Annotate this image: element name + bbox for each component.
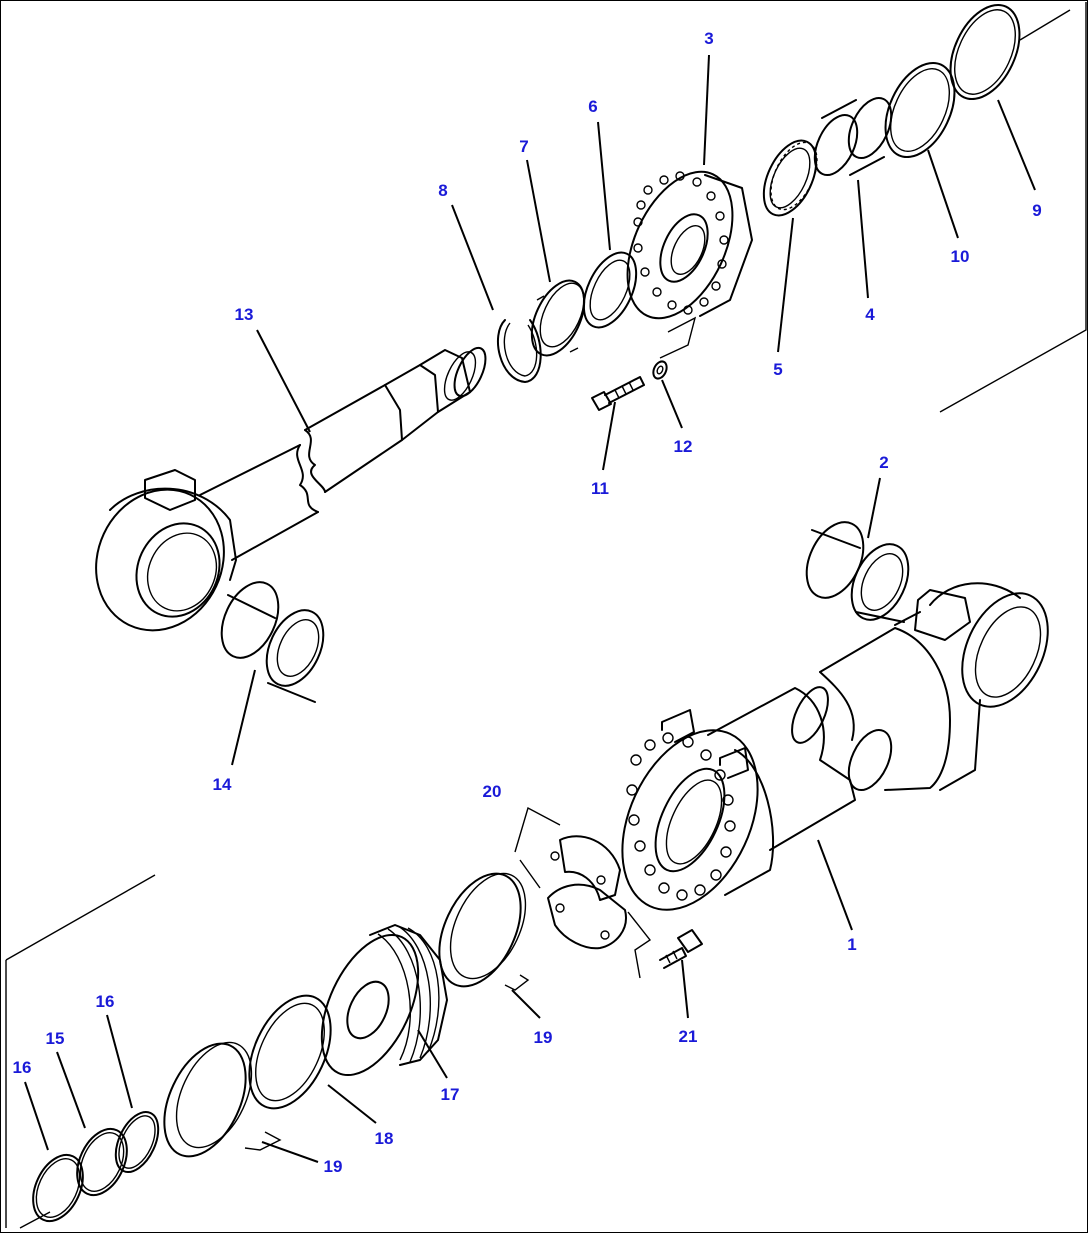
part-20-split-ring <box>514 806 652 979</box>
part-5-packing <box>762 139 818 217</box>
callout-2: 2 <box>879 453 888 472</box>
callout-13: 13 <box>235 305 254 324</box>
part-11-bolt <box>591 376 645 411</box>
part-6-packing <box>582 251 638 329</box>
callout-1: 1 <box>847 935 856 954</box>
callout-15: 15 <box>46 1029 65 1048</box>
part-2-bushing <box>805 521 910 623</box>
callout-17: 17 <box>441 1085 460 1104</box>
part-8-snap-ring <box>496 319 542 383</box>
callout-9: 9 <box>1032 201 1041 220</box>
part-19-wear-ring-upper <box>438 872 530 991</box>
part-9-o-ring <box>949 3 1021 101</box>
callout-16-right: 16 <box>96 992 115 1011</box>
part-10-backup-ring <box>884 61 956 159</box>
callout-6: 6 <box>588 97 597 116</box>
callout-19-upper: 19 <box>534 1028 553 1047</box>
part-19-wear-ring-lower <box>163 1041 282 1158</box>
callout-7: 7 <box>519 137 528 156</box>
part-3-cylinder-head <box>626 170 753 359</box>
part-16-ring-left <box>32 1153 84 1223</box>
leader-lines <box>24 54 1036 1163</box>
callout-10: 10 <box>951 247 970 266</box>
callout-3: 3 <box>704 29 713 48</box>
callout-19-lower: 19 <box>324 1157 343 1176</box>
callout-21: 21 <box>679 1027 698 1046</box>
callout-12: 12 <box>674 437 693 456</box>
callout-20: 20 <box>483 782 502 801</box>
callout-4: 4 <box>865 305 875 324</box>
callouts: 3 6 7 8 9 10 4 5 13 12 11 2 14 20 1 21 1… <box>13 29 1042 1176</box>
part-4-bushing <box>813 97 893 176</box>
part-1-cylinder-tube <box>621 582 1049 911</box>
callout-18: 18 <box>375 1129 394 1148</box>
callout-14: 14 <box>213 775 232 794</box>
part-15-ring <box>76 1127 128 1197</box>
callout-5: 5 <box>773 360 782 379</box>
part-12-washer <box>652 360 668 380</box>
callout-16-left: 16 <box>13 1058 32 1077</box>
part-7-dust-seal <box>530 279 586 357</box>
part-21-bolt <box>659 929 703 969</box>
axis-lines <box>5 2 1087 1229</box>
part-14-bushing <box>220 581 325 703</box>
part-16-ring-right <box>114 1111 160 1173</box>
callout-8: 8 <box>438 181 447 200</box>
callout-11: 11 <box>591 479 609 498</box>
part-17-piston <box>320 924 448 1077</box>
part-13-piston-rod <box>95 346 487 632</box>
part-18-ring <box>248 994 332 1110</box>
